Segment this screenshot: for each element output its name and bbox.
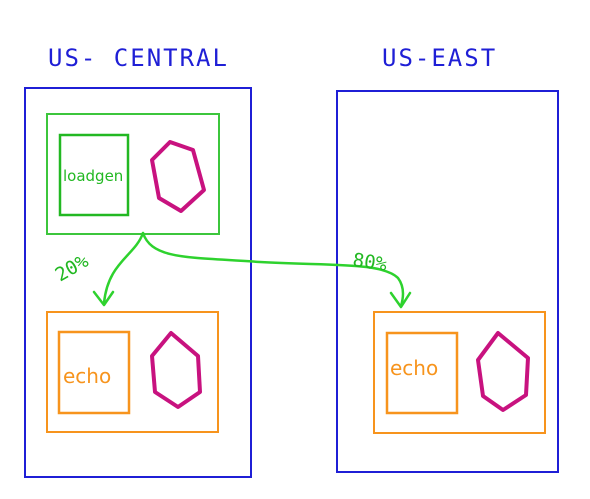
pod-loadgen: loadgen <box>46 113 220 235</box>
pod-box <box>46 113 220 235</box>
hexagon-icon <box>150 140 206 213</box>
arrowhead-icon <box>389 291 412 309</box>
pod-box <box>373 311 546 434</box>
container-box <box>385 331 459 415</box>
arrow-to-echo-central <box>102 231 145 305</box>
arrow-to-echo-east <box>141 231 405 308</box>
region-title-us-east: US-EAST <box>382 44 497 72</box>
region-box-us-east <box>336 90 559 473</box>
traffic-label-east: 80% <box>351 249 389 276</box>
hexagon-icon <box>476 331 530 412</box>
container-box <box>58 133 130 217</box>
container-box <box>57 330 131 415</box>
traffic-arrows <box>92 231 412 309</box>
hexagon-icon <box>150 331 202 409</box>
region-box-us-central <box>24 87 252 478</box>
pod-echo-east: echo <box>373 311 546 434</box>
traffic-label-central: 20% <box>52 250 93 286</box>
pod-echo-central: echo <box>46 311 219 433</box>
pod-box <box>46 311 219 433</box>
container-label-loadgen: loadgen <box>63 167 123 185</box>
container-label-echo-central: echo <box>63 364 111 388</box>
region-title-us-central: US- CENTRAL <box>48 44 229 72</box>
container-label-echo-east: echo <box>390 356 438 380</box>
arrowhead-icon <box>92 290 115 307</box>
